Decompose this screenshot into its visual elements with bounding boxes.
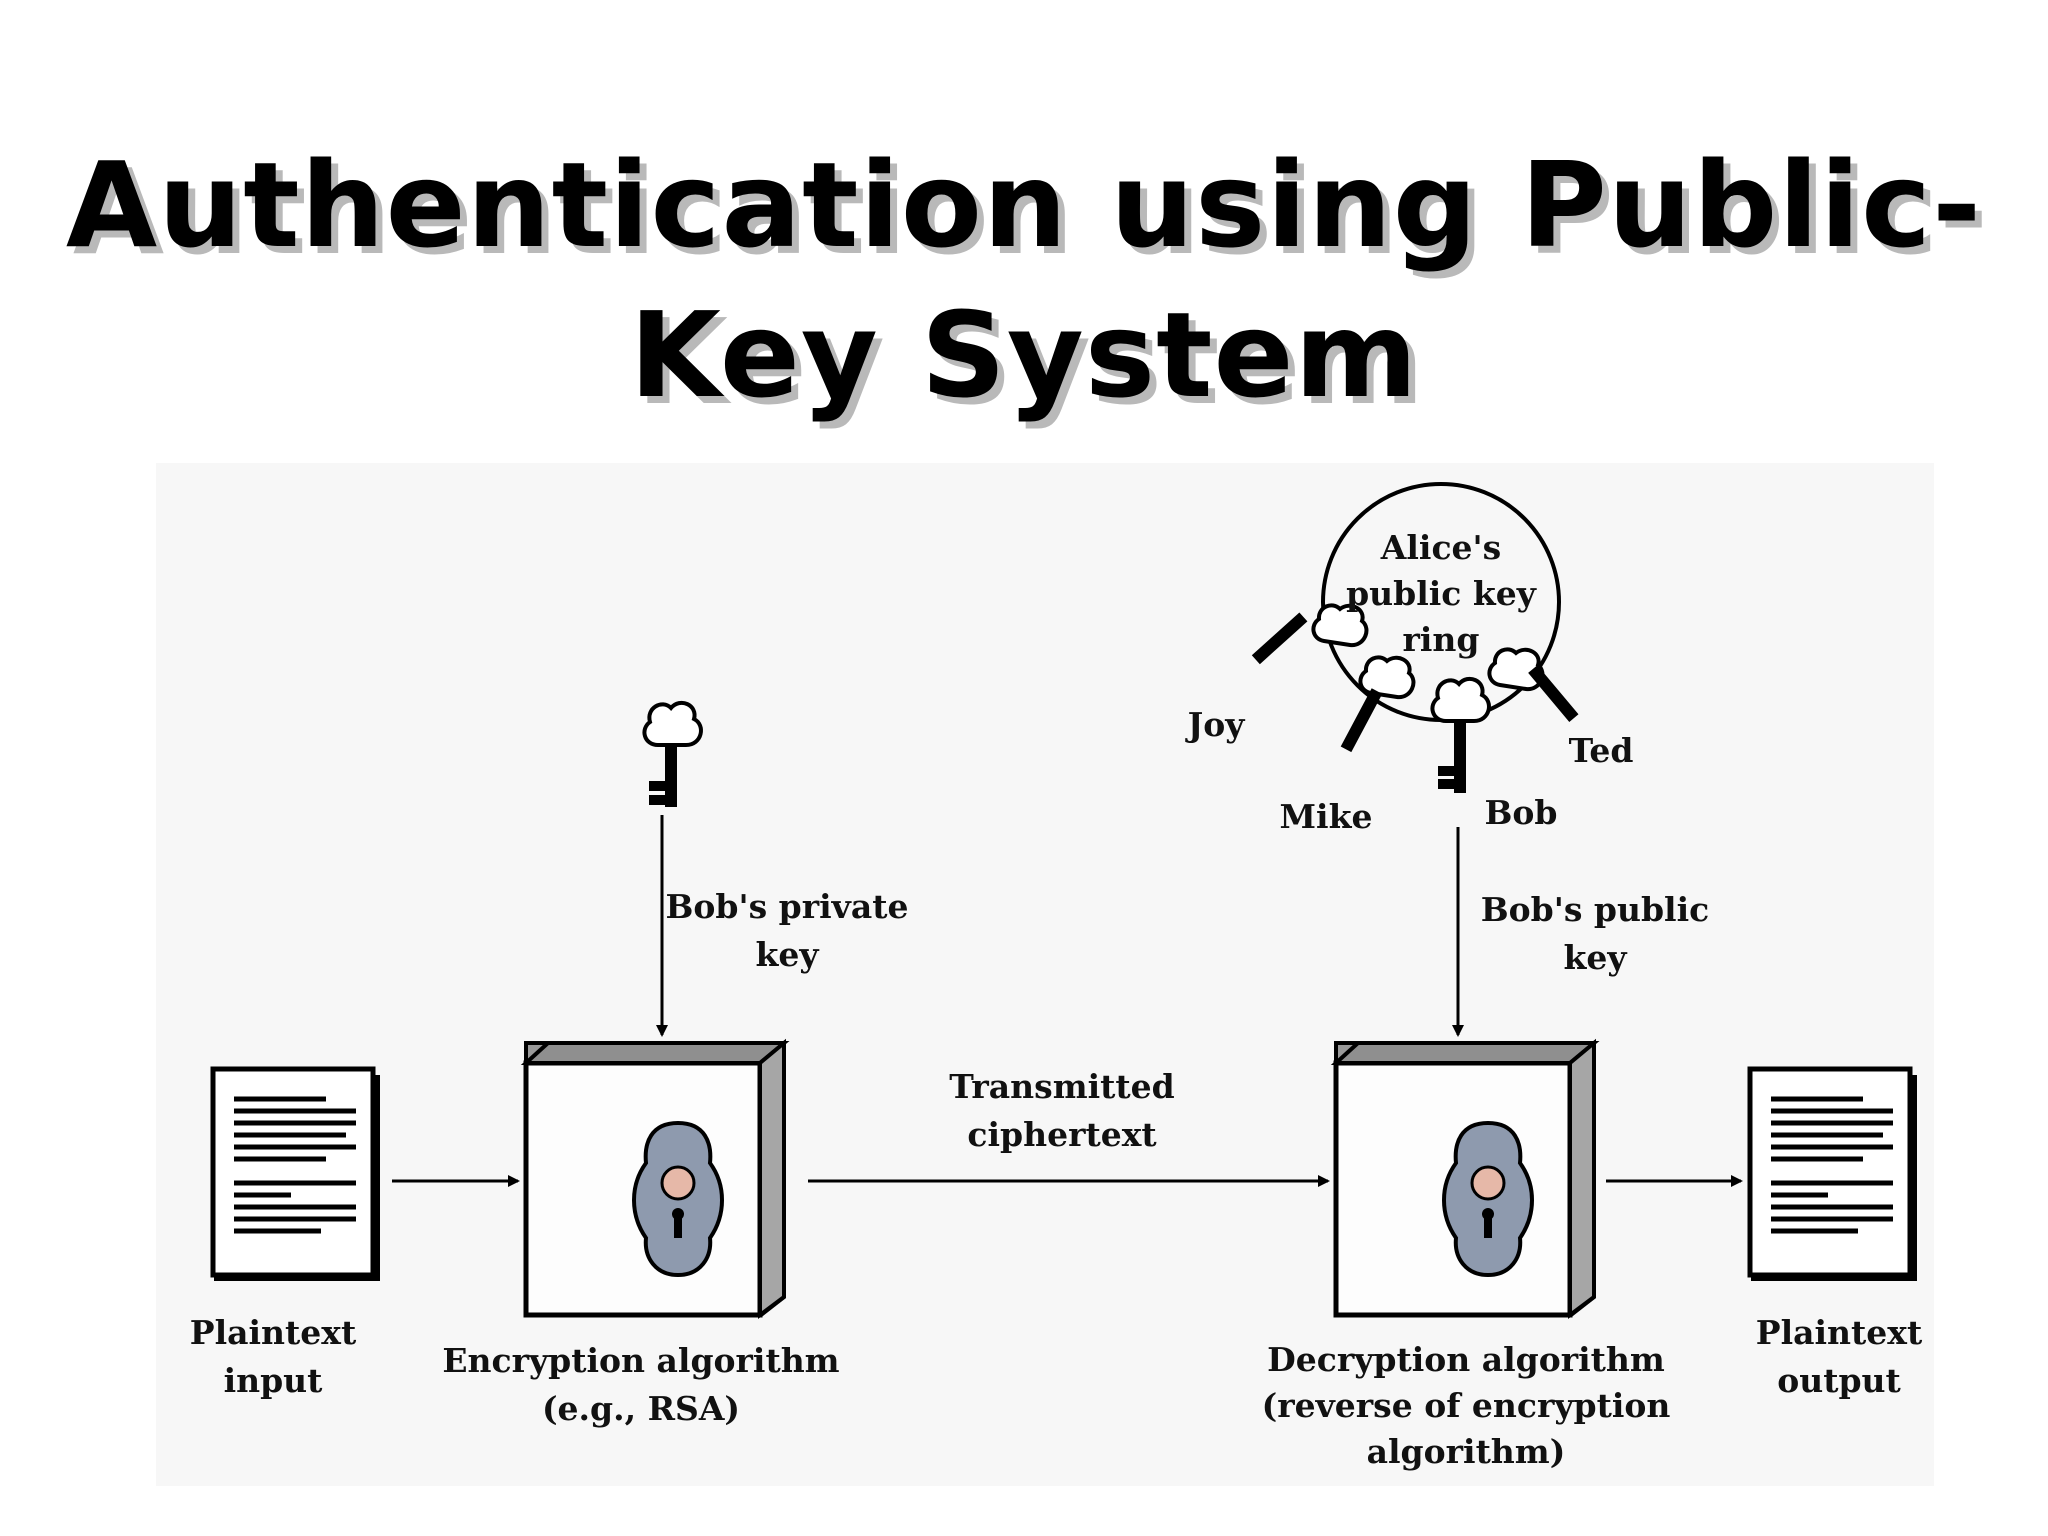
bobs-public-key-label: Bob's public key: [1480, 890, 1710, 977]
encryption-algorithm-label: Encryption algorithm (e.g., RSA): [442, 1341, 840, 1428]
plaintext-input-label: Plaintext input: [189, 1313, 357, 1400]
bob-public-key-icon: [1430, 676, 1491, 793]
key-ring-label: Alice's public key ring: [1346, 528, 1536, 659]
bobs-private-key-label: Bob's private key: [665, 887, 909, 974]
encryption-lock-icon: [632, 1120, 724, 1278]
public-key-diagram: Bob's private key Bob's public key Alice…: [156, 463, 1934, 1486]
plaintext-input-document-icon: [210, 1066, 380, 1281]
joy-key-icon: [1251, 603, 1369, 665]
ted-key-label: Ted: [1568, 731, 1634, 770]
mike-key-label: Mike: [1279, 797, 1373, 836]
bob-key-label: Bob: [1484, 793, 1558, 832]
decryption-algorithm-label: Decryption algorithm (reverse of encrypt…: [1261, 1340, 1671, 1471]
transmitted-ciphertext-label: Transmitted ciphertext: [949, 1067, 1175, 1154]
joy-key-label: Joy: [1187, 705, 1245, 744]
title-line-2: Key System: [629, 286, 1419, 424]
decryption-lock-icon: [1442, 1120, 1534, 1278]
private-key-icon: [642, 700, 703, 807]
plaintext-output-document-icon: [1747, 1066, 1917, 1281]
diagram-graphics: [210, 482, 1917, 1319]
title-line-1: Authentication using Public-: [65, 136, 1983, 274]
slide-title: Authentication using Public- Key System: [0, 130, 2048, 430]
mike-key-icon: [1340, 655, 1416, 753]
plaintext-output-label: Plaintext output: [1755, 1313, 1923, 1400]
ted-key-icon: [1487, 647, 1579, 722]
